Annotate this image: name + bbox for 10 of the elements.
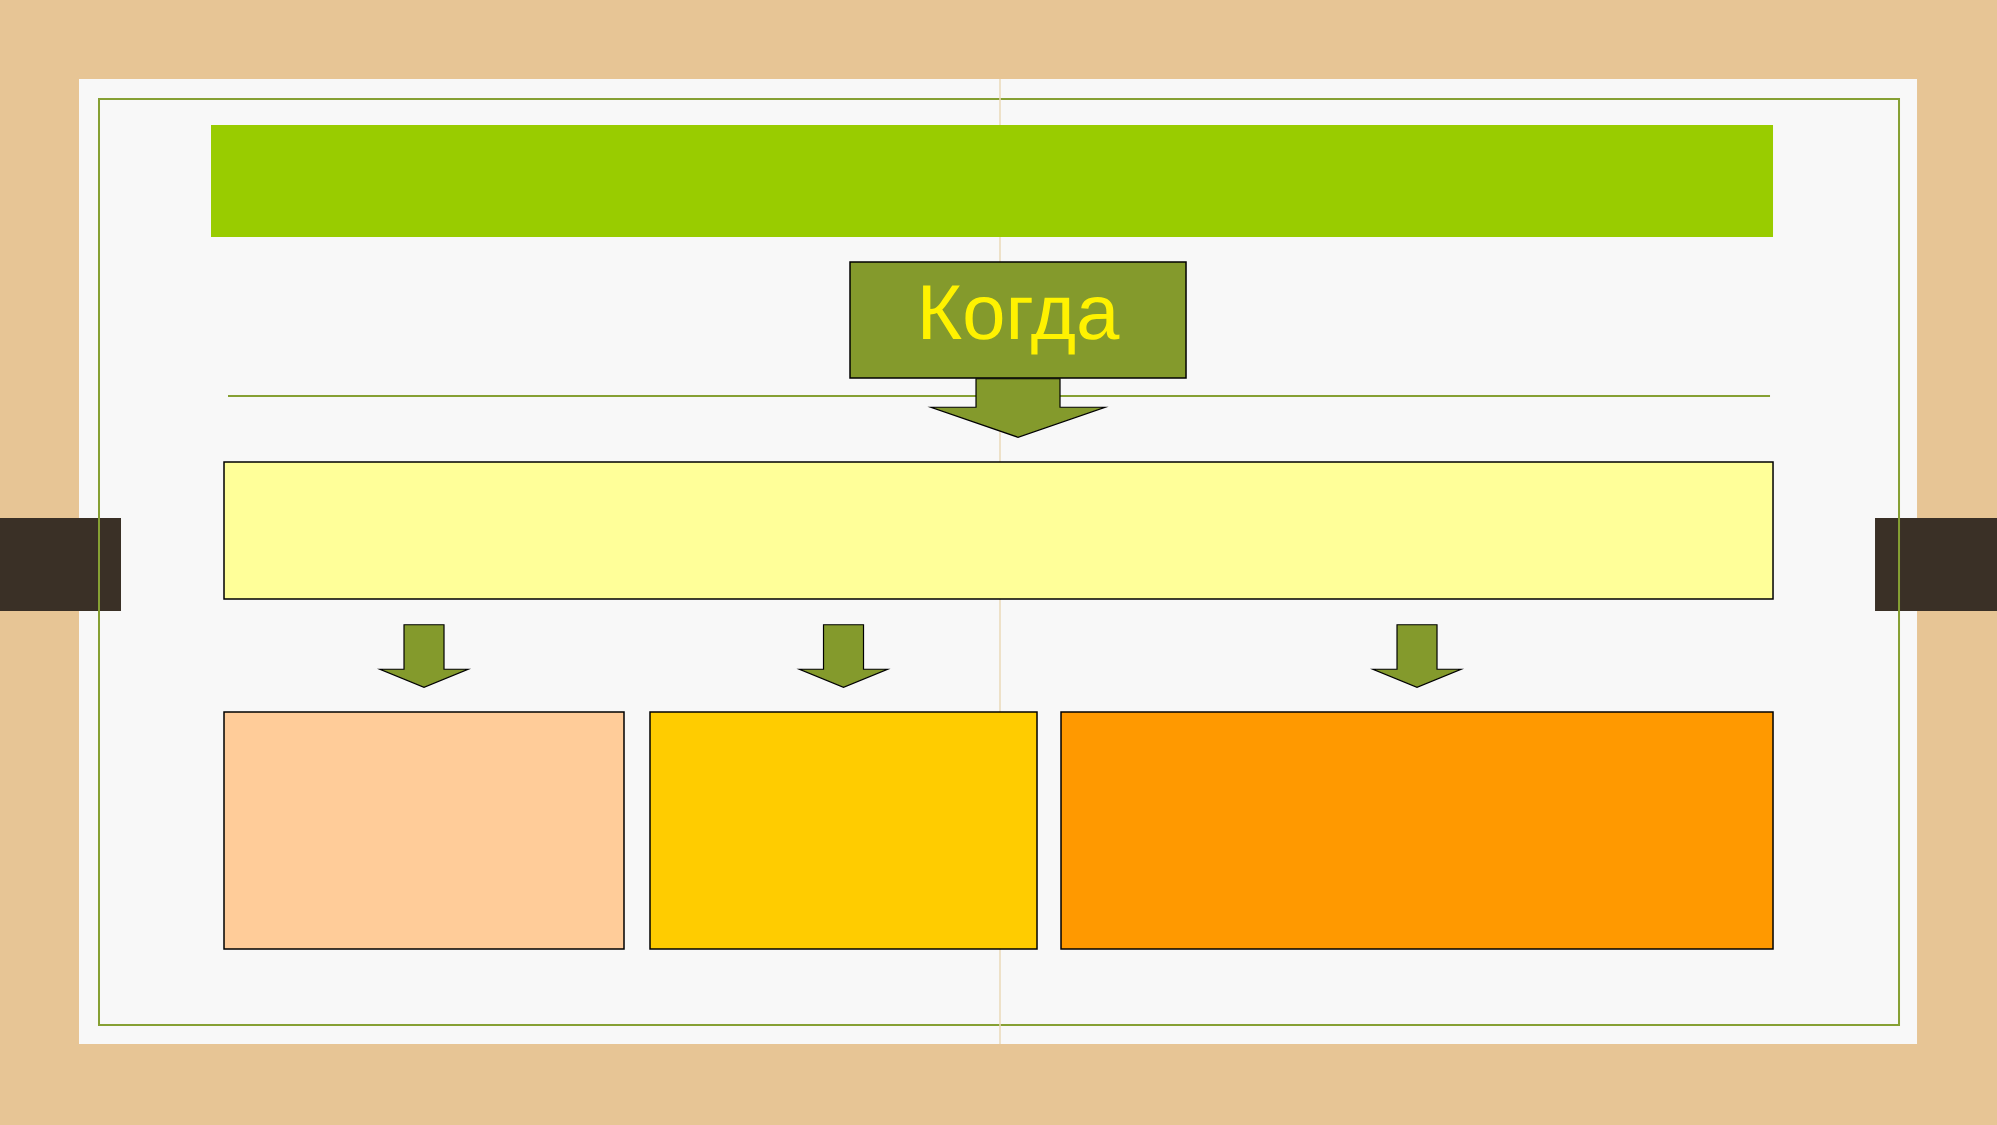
title-bar: [211, 125, 1773, 237]
arrow: [927, 378, 1109, 438]
empty-box: [223, 461, 1774, 600]
empty-box: [1060, 711, 1774, 950]
arrow: [376, 624, 472, 688]
callout-box: Когда: [849, 261, 1187, 379]
empty-box: [649, 711, 1038, 950]
arrow: [796, 624, 891, 688]
empty-box: [223, 711, 625, 950]
arrow: [1369, 624, 1465, 688]
